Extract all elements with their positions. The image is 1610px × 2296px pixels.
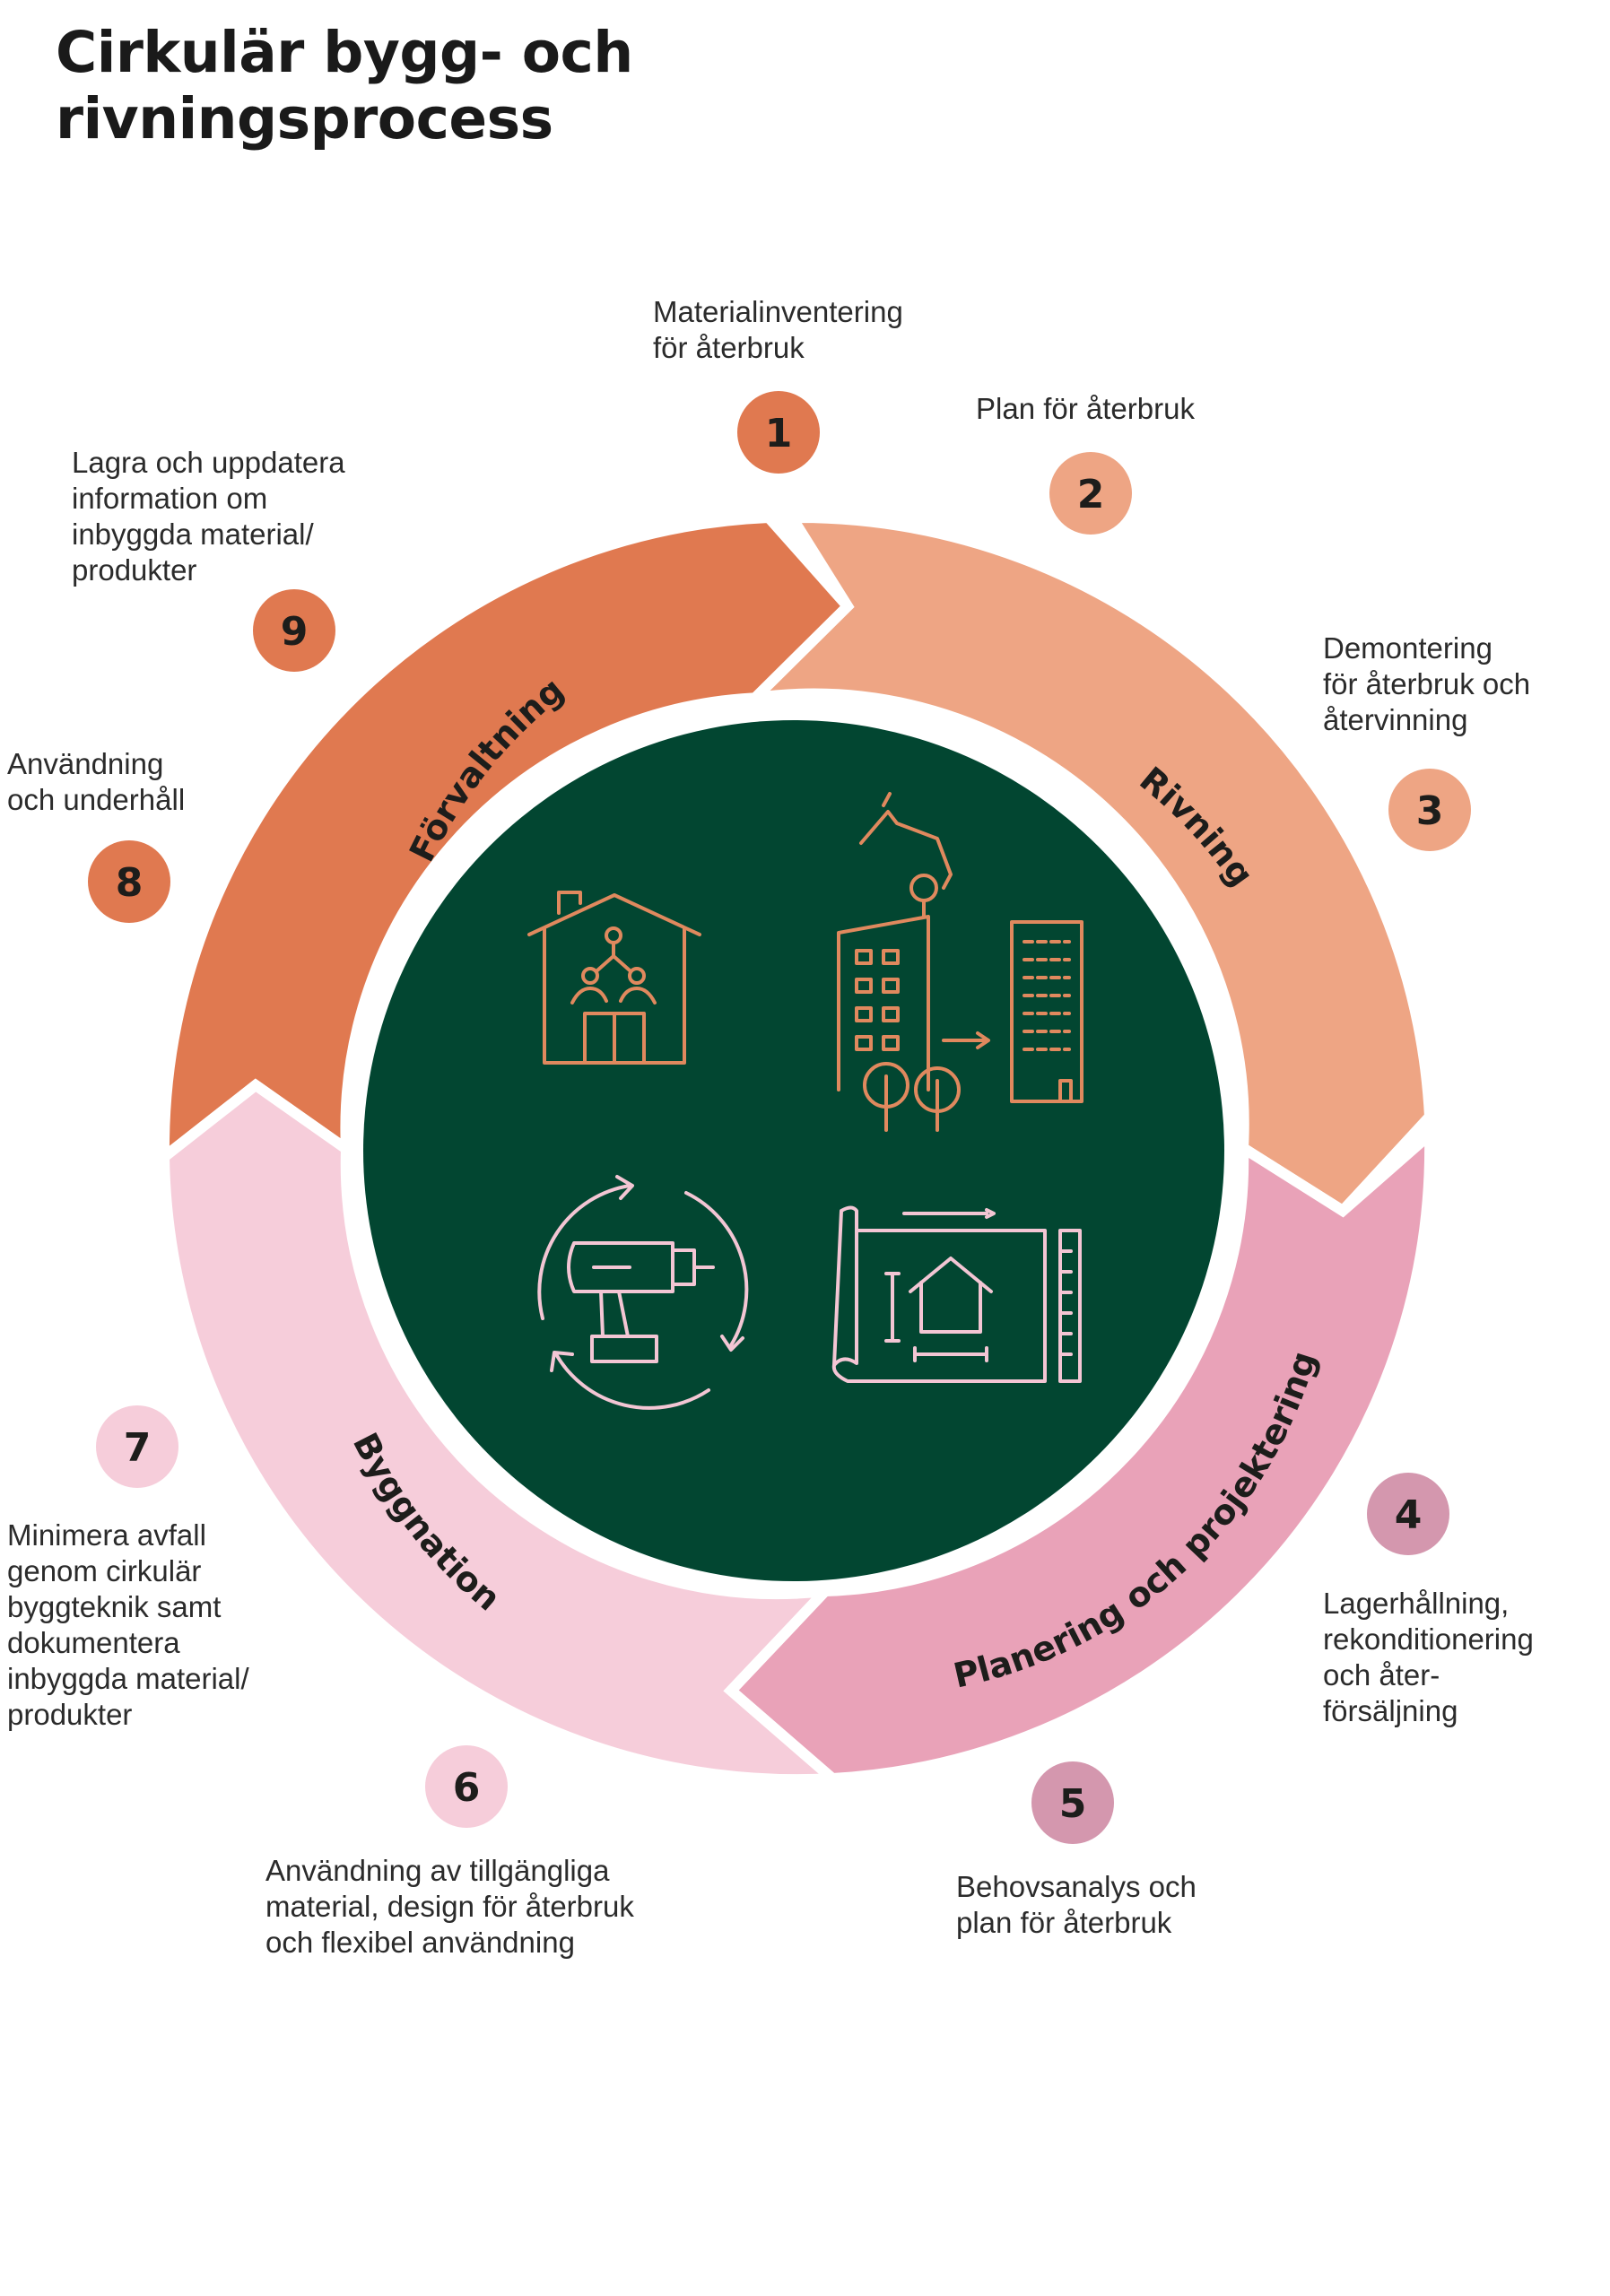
step-badge-2: 2 bbox=[1049, 452, 1132, 535]
step-number: 5 bbox=[1059, 1781, 1087, 1827]
step-text-1: Materialinventering för återbruk bbox=[653, 295, 903, 364]
management-house-icon bbox=[527, 891, 701, 1065]
step-text-6: Användning av tillgängliga material, des… bbox=[265, 1854, 634, 1959]
step-number: 6 bbox=[453, 1765, 481, 1811]
step-circle bbox=[96, 1405, 178, 1488]
step-circle bbox=[88, 840, 170, 923]
step-number: 3 bbox=[1416, 788, 1444, 834]
step-text-7: Minimera avfall genom cirkulär byggtekni… bbox=[7, 1518, 249, 1731]
blueprint-icon bbox=[831, 1205, 1082, 1383]
step-text-5: Behovsanalys och plan för återbruk bbox=[956, 1870, 1197, 1939]
step-circle bbox=[1388, 769, 1471, 851]
step-badge-9: 9 bbox=[253, 589, 335, 672]
step-badge-1: 1 bbox=[737, 391, 820, 474]
step-circle bbox=[253, 589, 335, 672]
segment-planering bbox=[723, 1122, 1436, 1785]
step-text-9: Lagra och uppdatera information om inbyg… bbox=[72, 446, 345, 587]
ring-segments bbox=[158, 511, 1436, 1786]
step-text-3: Demontering för återbruk och återvinning bbox=[1323, 631, 1531, 736]
step-number: 8 bbox=[116, 860, 144, 906]
step-badge-4: 4 bbox=[1367, 1473, 1449, 1555]
step-circle bbox=[1031, 1761, 1114, 1844]
step-circle bbox=[1049, 452, 1132, 535]
step-badge-8: 8 bbox=[88, 840, 170, 923]
center-circle bbox=[363, 720, 1224, 1581]
step-circle bbox=[1367, 1473, 1449, 1555]
title-line-1: Cirkulär bygg- och bbox=[56, 20, 633, 85]
step-text-2: Plan för återbruk bbox=[976, 392, 1195, 425]
step-badge-3: 3 bbox=[1388, 769, 1471, 851]
drill-cycle-icon bbox=[537, 1175, 749, 1410]
step-badge-7: 7 bbox=[96, 1405, 178, 1488]
step-circle bbox=[425, 1745, 508, 1828]
segment-byggnation bbox=[158, 1078, 847, 1786]
step-text-8: Användning och underhåll bbox=[7, 747, 186, 816]
demolition-building-icon bbox=[837, 792, 1083, 1132]
title-line-2: rivningsprocess bbox=[56, 86, 553, 152]
step-number: 7 bbox=[124, 1425, 152, 1471]
step-badge-6: 6 bbox=[425, 1745, 508, 1828]
page-title: Cirkulär bygg- och rivningsprocess bbox=[56, 20, 863, 152]
step-text-4: Lagerhållning, rekonditionering och åter… bbox=[1323, 1587, 1534, 1727]
step-number: 2 bbox=[1077, 472, 1105, 517]
step-number: 9 bbox=[281, 609, 309, 655]
step-badge-5: 5 bbox=[1031, 1761, 1114, 1844]
step-number: 4 bbox=[1395, 1492, 1423, 1538]
segment-forvaltning bbox=[158, 511, 856, 1169]
step-circle bbox=[737, 391, 820, 474]
step-number: 1 bbox=[765, 411, 793, 457]
